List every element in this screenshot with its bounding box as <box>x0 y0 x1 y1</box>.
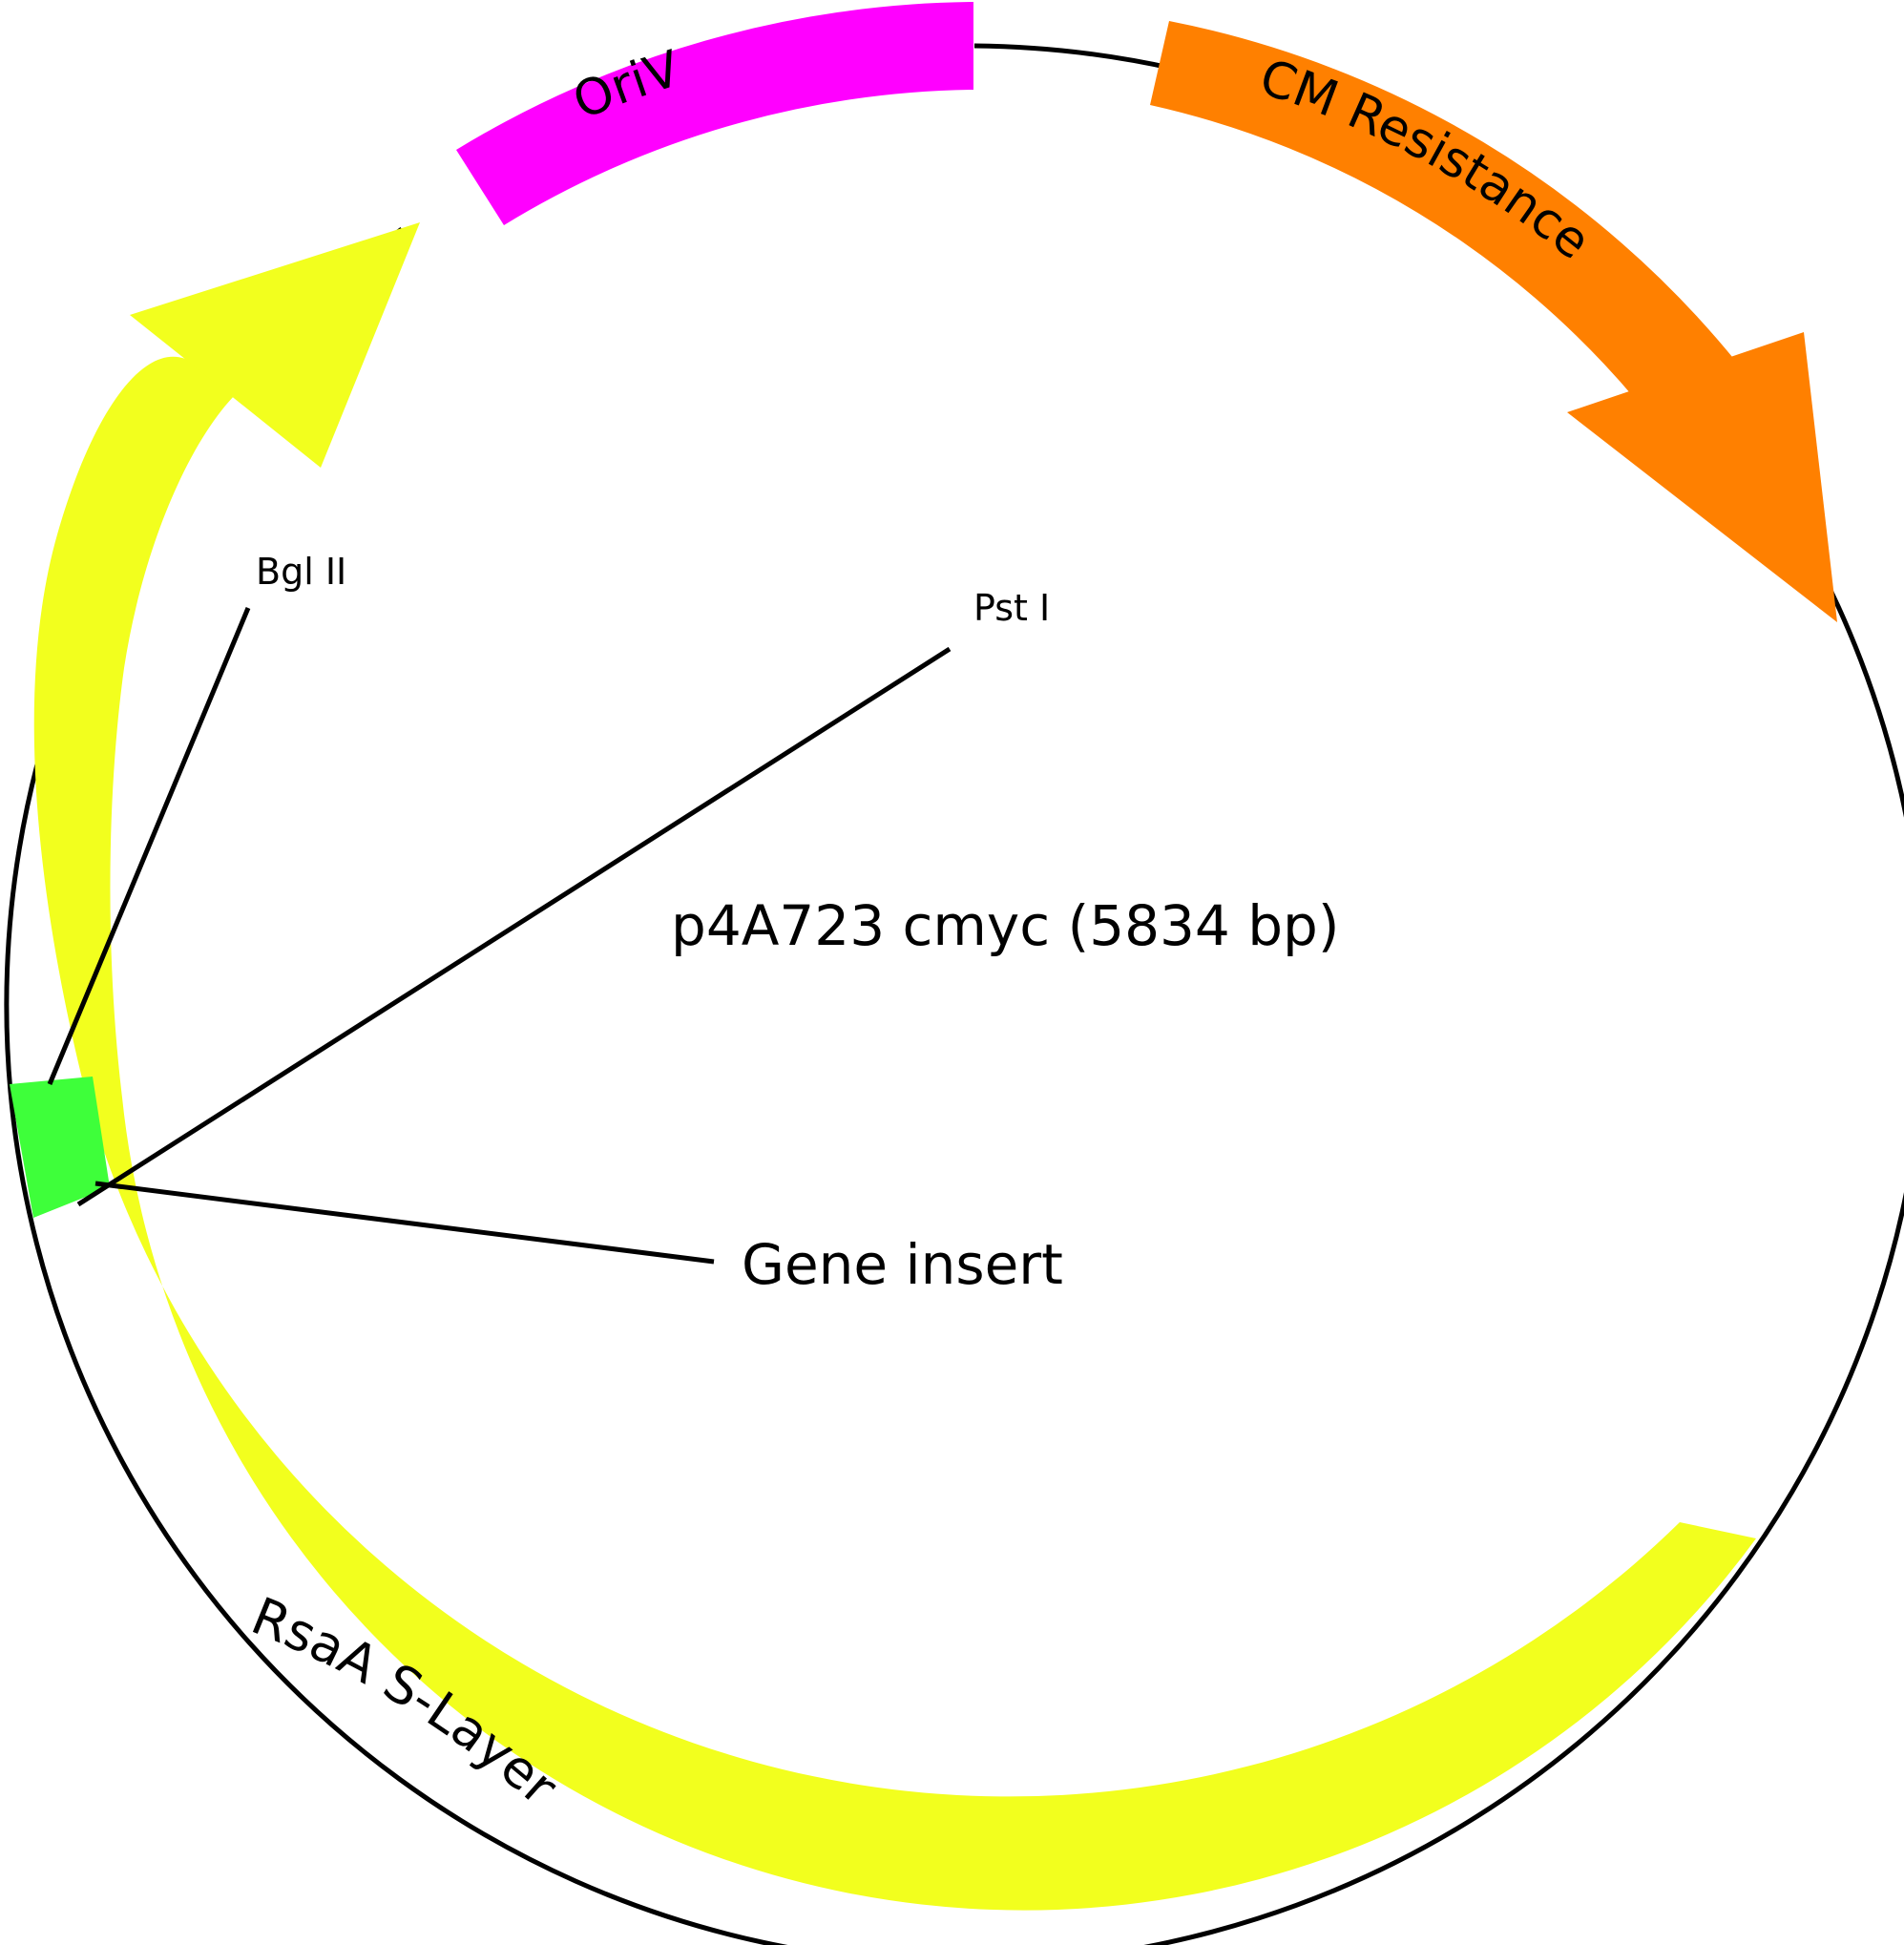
gene-insert-pointer-line <box>94 1181 715 1265</box>
gene-insert-label: Gene insert <box>742 1232 1063 1297</box>
bgl-ii-label: Bgl II <box>256 551 346 593</box>
pst-i-pointer-line <box>76 646 952 1207</box>
cm-arrowhead <box>1567 332 1837 622</box>
bgl-ii-pointer-line <box>47 607 251 1085</box>
oriv-block <box>456 2 973 225</box>
rsaa-arrowhead <box>130 222 420 468</box>
plasmid-name: p4A723 cmyc (5834 bp) <box>671 893 1340 958</box>
cm-label: CM Resistance <box>1253 49 1601 271</box>
cm-resistance-feature: CM Resistance <box>1150 21 1837 622</box>
gene-insert-block <box>10 1077 110 1218</box>
pst-i-label: Pst I <box>973 587 1050 629</box>
cm-arc-band <box>1150 21 1737 401</box>
oriv-feature: OriV <box>456 2 973 225</box>
